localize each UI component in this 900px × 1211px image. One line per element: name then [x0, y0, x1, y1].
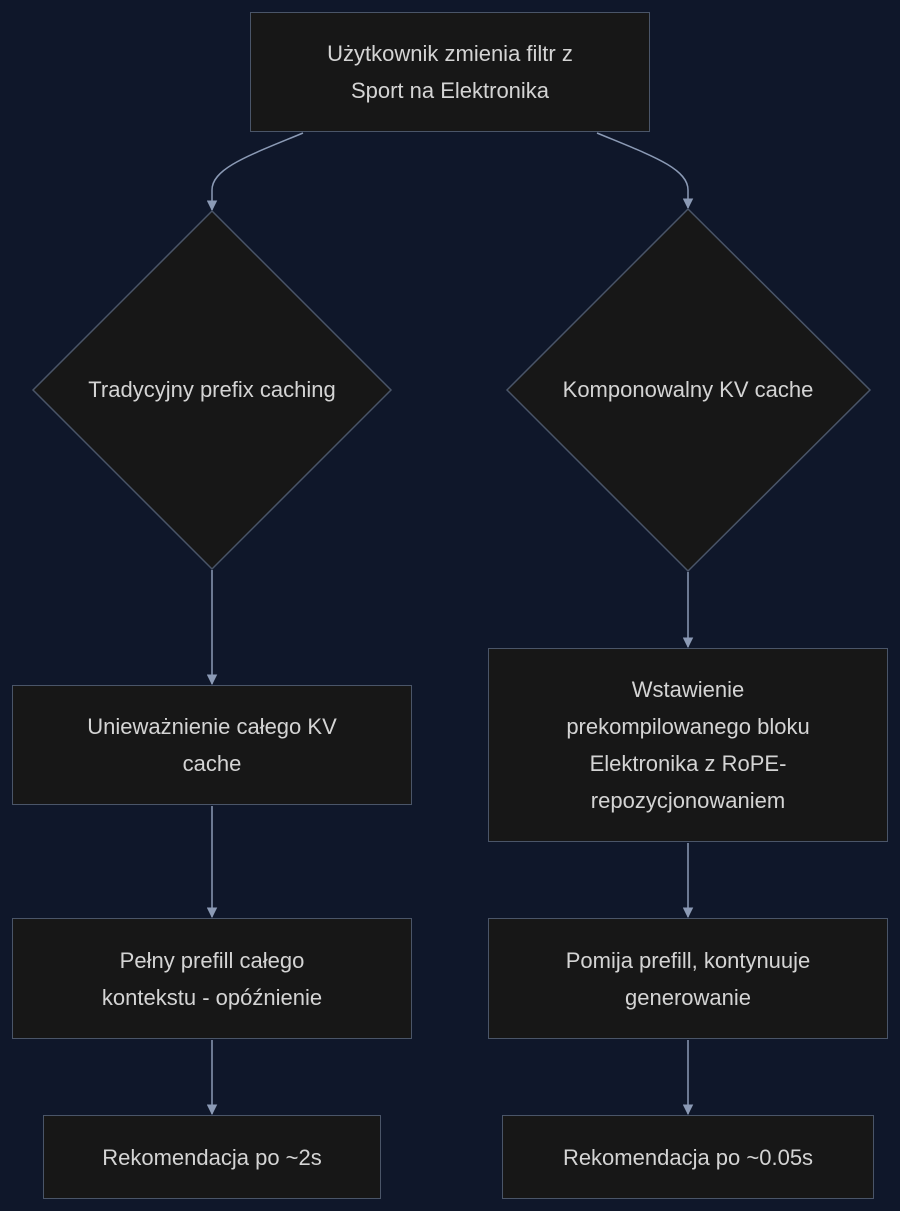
right-step1-node: Wstawienie prekompilowanego bloku Elektr… [488, 648, 888, 842]
left-step1-node: Unieważnienie całego KV cache [12, 685, 412, 805]
right-result-label: Rekomendacja po ~0.05s [562, 1144, 814, 1170]
start-node-label: Użytkownik zmienia filtr z Sport na Elek… [327, 41, 573, 103]
start-node: Użytkownik zmienia filtr z Sport na Elek… [250, 12, 650, 132]
edge-start-to-right-decision [596, 132, 694, 210]
left-step2-label: Pełny prefill całego kontekstu - opóźnie… [101, 947, 323, 1010]
edge-start-to-left-decision [206, 132, 304, 212]
decision-diamond-right [505, 207, 872, 573]
left-result-label: Rekomendacja po ~2s [102, 1144, 322, 1170]
left-result-node: Rekomendacja po ~2s [43, 1115, 381, 1199]
right-step2-label: Pomija prefill, kontynuuje generowanie [565, 947, 811, 1010]
right-result-node: Rekomendacja po ~0.05s [502, 1115, 874, 1199]
left-step1-label: Unieważnienie całego KV cache [87, 714, 337, 776]
decision-label-left: Tradycyjny prefix caching [88, 377, 336, 402]
decision-diamond-left [31, 209, 393, 571]
right-step1-label: Wstawienie prekompilowanego bloku Elektr… [566, 677, 810, 813]
left-step2-node: Pełny prefill całego kontekstu - opóźnie… [12, 918, 412, 1039]
right-step2-node: Pomija prefill, kontynuuje generowanie [488, 918, 888, 1039]
decision-label-right: Komponowalny KV cache [562, 377, 814, 402]
